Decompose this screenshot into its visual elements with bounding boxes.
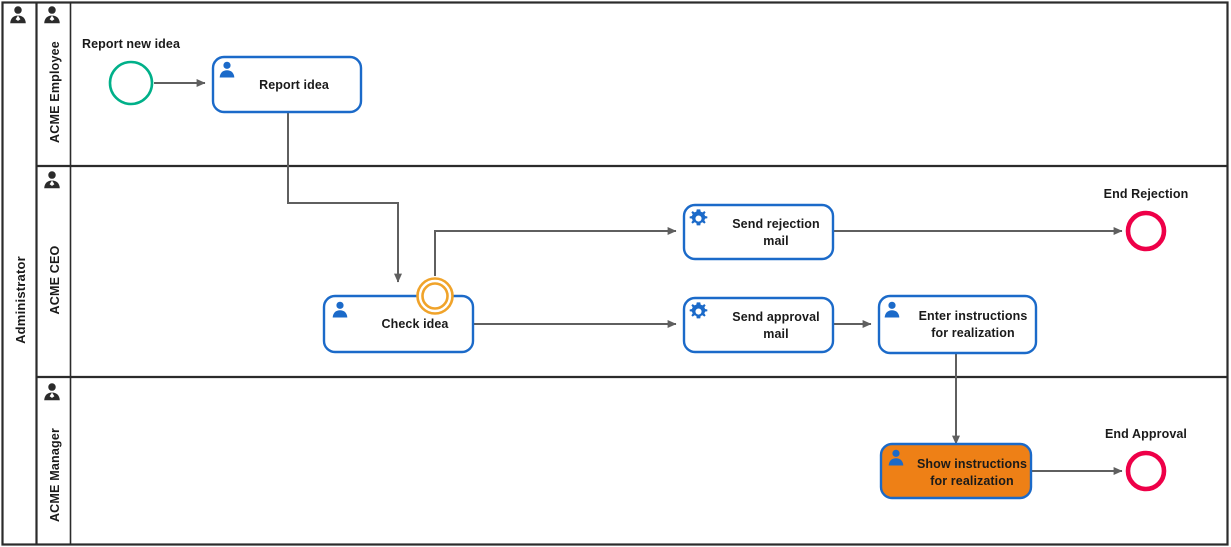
boundary-event-check-idea[interactable] — [416, 277, 454, 315]
task-label: Report idea — [259, 78, 330, 92]
pool-label: Administrator — [13, 256, 28, 344]
service-task-gear-icon — [689, 209, 708, 226]
task-send-rejection-mail[interactable]: Send rejection mail — [682, 203, 835, 261]
task-label: mail — [763, 234, 788, 248]
task-send-approval-mail[interactable]: Send approval mail — [682, 296, 835, 354]
sequence-flow-layer — [154, 79, 1123, 475]
task-enter-instructions-for-realization[interactable]: Enter instructions for realization — [877, 294, 1038, 355]
end-event-label: End Approval — [1105, 427, 1187, 441]
end-event-end-rejection[interactable]: End Rejection — [1104, 187, 1189, 252]
flow-boundary-to-send-rejection-mail — [434, 227, 677, 276]
lane-label-employee: ACME Employee — [48, 41, 62, 143]
lane-label-ceo: ACME CEO — [48, 245, 62, 314]
start-event-label: Report new idea — [82, 37, 181, 51]
task-label: Send rejection — [732, 217, 820, 231]
start-event-report-new-idea[interactable]: Report new idea — [82, 37, 181, 106]
task-report-idea[interactable]: Report idea — [211, 55, 363, 114]
sidebar-item-lane-manager[interactable]: ACME Manager — [44, 383, 62, 522]
flow-report-idea-to-check-idea — [287, 112, 402, 283]
end-event-label: End Rejection — [1104, 187, 1189, 201]
task-label: for realization — [930, 474, 1013, 488]
task-label: mail — [763, 327, 788, 341]
task-label: Enter instructions — [919, 309, 1028, 323]
end-event-end-approval[interactable]: End Approval — [1105, 427, 1187, 492]
task-label: Show instructions — [917, 457, 1027, 471]
task-label: for realization — [931, 326, 1014, 340]
task-label: Check idea — [381, 317, 449, 331]
sidebar-item-lane-ceo[interactable]: ACME CEO — [44, 171, 62, 314]
task-label: Send approval — [732, 310, 819, 324]
task-show-instructions-for-realization[interactable]: Show instructions for realization — [879, 442, 1033, 500]
lane-label-manager: ACME Manager — [48, 428, 62, 522]
service-task-gear-icon — [689, 302, 708, 319]
sidebar-item-lane-employee[interactable]: ACME Employee — [44, 6, 62, 143]
